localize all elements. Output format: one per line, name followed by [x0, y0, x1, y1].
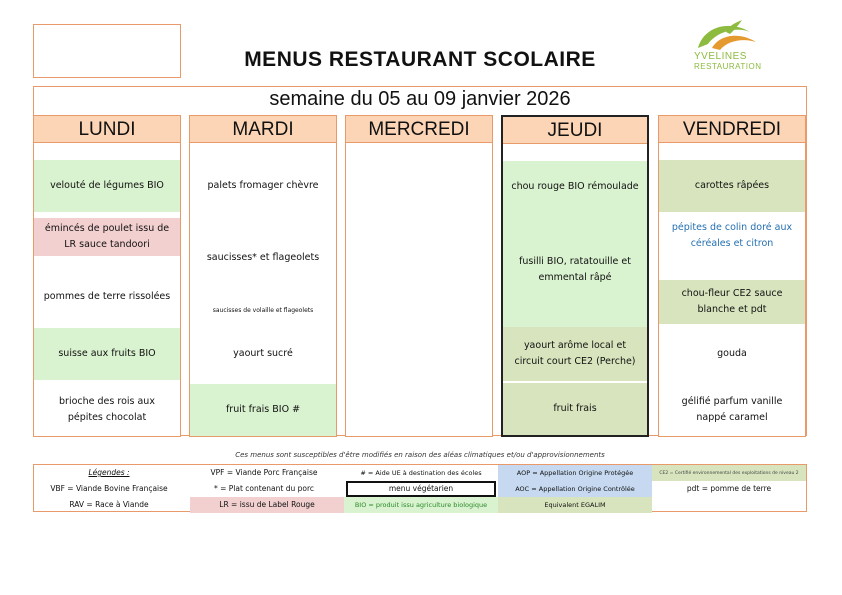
legend-aop: AOP = Appellation Origine Protégée: [498, 465, 652, 481]
day-column-mardi: MARDI palets fromager chèvre saucisses* …: [189, 115, 337, 437]
page-title: MENUS RESTAURANT SCOLAIRE: [244, 48, 596, 71]
day-column-jeudi: JEUDI chou rouge BIO rémoulade fusilli B…: [501, 115, 649, 437]
menu-item: pommes de terre rissolées: [43, 291, 171, 302]
brand-line-1: YVELINES: [694, 51, 747, 62]
legend-aide-ue: # = Aide UE à destination des écoles: [360, 469, 482, 477]
week-title: semaine du 05 au 09 janvier 2026: [269, 88, 571, 110]
logo-placeholder-box: [33, 24, 181, 78]
brand-leaf-icon: [698, 20, 756, 50]
menu-item: fruit frais BIO #: [190, 384, 336, 436]
day-header-vendredi: VENDREDI: [659, 116, 805, 143]
menu-item: yaourt sucré: [233, 348, 293, 359]
menu-item-alternative: saucisses de volaille et flageolets: [212, 307, 314, 314]
menu-item: fruit frais: [503, 383, 647, 435]
menu-item: yaourt arôme local et circuit court CE2 …: [503, 327, 647, 381]
day-header-jeudi: JEUDI: [503, 117, 647, 144]
menu-item: velouté de légumes BIO: [34, 160, 180, 212]
menu-item: fusilli BIO, ratatouille et emmental râp…: [503, 213, 647, 327]
legend-egalim: Equivalent EGALIM: [498, 497, 652, 513]
day-column-vendredi: VENDREDI carottes râpées pépites de coli…: [658, 115, 806, 437]
menu-item: palets fromager chèvre: [207, 180, 319, 191]
legend-vegetarien: menu végétarien: [346, 481, 496, 497]
menu-item: chou rouge BIO rémoulade: [503, 161, 647, 213]
yvelines-restauration-logo: YVELINES RESTAURATION: [690, 18, 770, 78]
legend-ce2: CE2 = Certifié environnemental des explo…: [652, 465, 806, 481]
legend-rav: RAV = Race à Viande: [69, 500, 149, 509]
legend-lr: LR = issu de Label Rouge: [190, 497, 344, 513]
day-header-mercredi: MERCREDI: [346, 116, 492, 143]
brand-line-2: RESTAURATION: [694, 62, 762, 71]
menu-item: suisse aux fruits BIO: [34, 328, 180, 380]
menu-item: carottes râpées: [659, 160, 805, 212]
disclaimer-text: Ces menus sont susceptibles d'être modif…: [235, 451, 605, 459]
menu-item: gélifié parfum vanille nappé caramel: [681, 396, 783, 423]
legend-plat-porc: * = Plat contenant du porc: [213, 484, 315, 493]
menu-item: pépites de colin doré aux céréales et ci…: [671, 222, 793, 249]
menu-item: gouda: [717, 348, 747, 359]
menu-item: brioche des rois aux pépites chocolat: [59, 396, 155, 423]
menu-item: chou-fleur CE2 sauce blanche et pdt: [659, 280, 805, 324]
day-column-mercredi: MERCREDI: [345, 115, 493, 437]
day-header-lundi: LUNDI: [34, 116, 180, 143]
legend-bio: BIO = produit issu agriculture biologiqu…: [344, 497, 498, 513]
brand-text: YVELINES RESTAURATION: [694, 52, 761, 72]
legend-aoc: AOC = Appellation Origine Contrôlée: [498, 481, 652, 497]
day-header-mardi: MARDI: [190, 116, 336, 143]
legend-pdt: pdt = pomme de terre: [686, 484, 772, 493]
day-column-lundi: LUNDI velouté de légumes BIO émincés de …: [33, 115, 181, 437]
legend-vbf: VBF = Viande Bovine Française: [50, 484, 168, 493]
legend-vpf: VPF = Viande Porc Française: [210, 468, 318, 477]
legend-title: Légendes :: [88, 468, 130, 477]
legend-table: Légendes : VPF = Viande Porc Française #…: [33, 464, 807, 513]
menu-item: émincés de poulet issu de LR sauce tando…: [34, 218, 180, 256]
menu-item: saucisses* et flageolets: [206, 252, 320, 263]
